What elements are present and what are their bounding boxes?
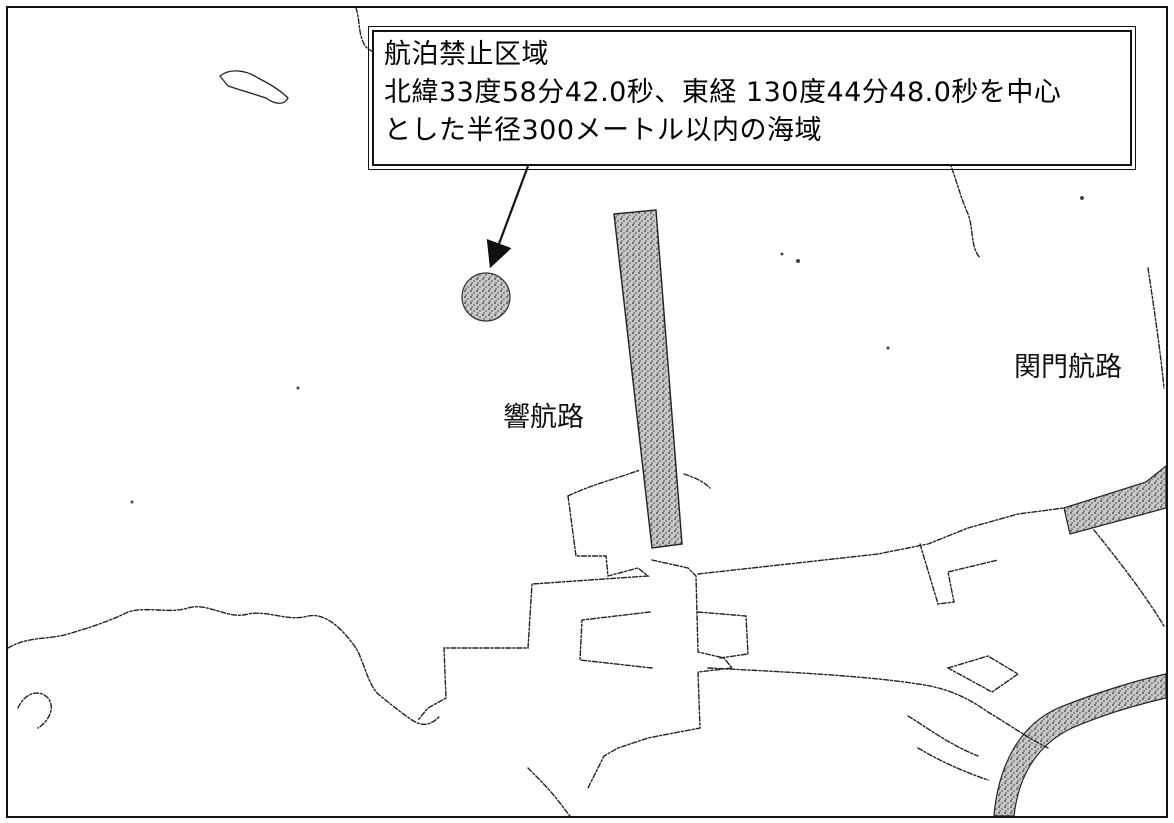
speck [296, 386, 300, 390]
speck [1080, 196, 1084, 200]
callout-coordinates: 北緯33度58分42.0秒、東経 130度44分48.0秒を中心 [384, 77, 1062, 108]
hibiki-fairway-band [613, 209, 683, 549]
harbor-pier-left [579, 611, 653, 669]
kanmon-curved-band [993, 673, 1166, 816]
harbor-pier-right [697, 611, 749, 659]
harbor-outline-east [697, 507, 1065, 575]
coastline-south-lower [527, 767, 571, 816]
label-hibiki-fairway: 響航路 [503, 402, 584, 433]
coastline-south [8, 606, 441, 726]
harbor-diagonal [1093, 529, 1165, 627]
harbor-bottom-lines [907, 715, 989, 781]
breakwater-upper-right [683, 473, 711, 489]
coast-top-right [947, 157, 981, 259]
harbor-outline-left [417, 495, 650, 721]
breakwater-upper-left [567, 469, 641, 497]
kanmon-fairway-band [1063, 465, 1166, 535]
harbor-outline-center [587, 559, 734, 789]
arrow-pointer [486, 165, 530, 269]
speck [796, 259, 800, 263]
speck [886, 346, 890, 350]
callout-radius: とした半径300メートル以内の海域 [384, 115, 823, 146]
no-anchoring-zone-circle [461, 272, 511, 322]
coast-right-edge [1147, 267, 1165, 389]
callout-title: 航泊禁止区域 [384, 39, 549, 70]
harbor-inner-block [919, 543, 999, 605]
map-frame: 航泊禁止区域 北緯33度58分42.0秒、東経 130度44分48.0秒を中心 … [6, 6, 1168, 818]
no-anchoring-callout: 航泊禁止区域 北緯33度58分42.0秒、東経 130度44分48.0秒を中心 … [368, 26, 1136, 170]
sea-map [8, 8, 1166, 816]
label-kanmon-fairway: 関門航路 [1014, 352, 1122, 383]
speck [780, 252, 784, 256]
harbor-outline-east-lower [707, 667, 1049, 749]
coastline-south-west [17, 692, 52, 729]
harbor-inner-rect [946, 655, 1020, 693]
island-top-left [219, 70, 289, 104]
speck [130, 500, 134, 504]
